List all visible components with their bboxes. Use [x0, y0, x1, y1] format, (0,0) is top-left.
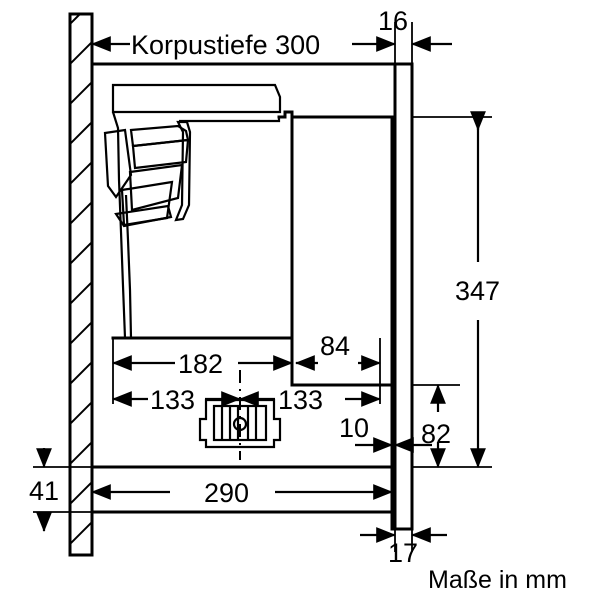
units-note: Maße in mm	[428, 566, 567, 594]
dimension-label-16: 16	[378, 6, 408, 36]
wall-hatching	[70, 14, 92, 546]
hood-body-right	[111, 110, 294, 340]
dimension-label-korpustiefe: Korpustiefe 300	[131, 30, 320, 60]
dimension-width-133-right: 133	[239, 372, 381, 415]
extractor-hood-geometry	[90, 62, 414, 340]
vertical-front-panel	[393, 62, 414, 531]
hood-front-inner-edge	[124, 194, 133, 339]
dimension-label-182: 182	[178, 349, 223, 379]
hood-front-left-edge	[111, 111, 127, 339]
dimension-panel-16: 16	[378, 6, 452, 64]
dimension-width-133-left: 133	[112, 368, 241, 415]
dimension-gap-10: 10	[339, 413, 432, 453]
dimension-width-84: 84	[295, 331, 381, 372]
dimension-label-347: 347	[455, 276, 500, 306]
dimension-label-17: 17	[388, 538, 418, 568]
angled-filter-slats	[103, 120, 192, 228]
dimension-height-347: 347	[412, 111, 500, 468]
wall-section-hatched	[68, 12, 94, 557]
dimension-width-182: 182	[112, 338, 293, 380]
dimension-korpustiefe-300: Korpustiefe 300	[91, 22, 396, 64]
dimension-panel-17: 17	[360, 512, 447, 568]
hood-top-collar	[111, 83, 282, 114]
dimension-label-133-right: 133	[278, 385, 323, 415]
dimension-label-41: 41	[29, 476, 59, 506]
dimension-width-290: 290	[91, 478, 393, 508]
dimension-label-133-left: 133	[150, 385, 195, 415]
dimension-label-290: 290	[204, 478, 249, 508]
hood-body-top-edge	[179, 117, 281, 123]
dimension-offset-41: 41	[29, 448, 92, 532]
dimension-label-10: 10	[339, 413, 369, 443]
motor-housing-symbol	[198, 398, 282, 449]
dimension-label-84: 84	[320, 331, 350, 361]
